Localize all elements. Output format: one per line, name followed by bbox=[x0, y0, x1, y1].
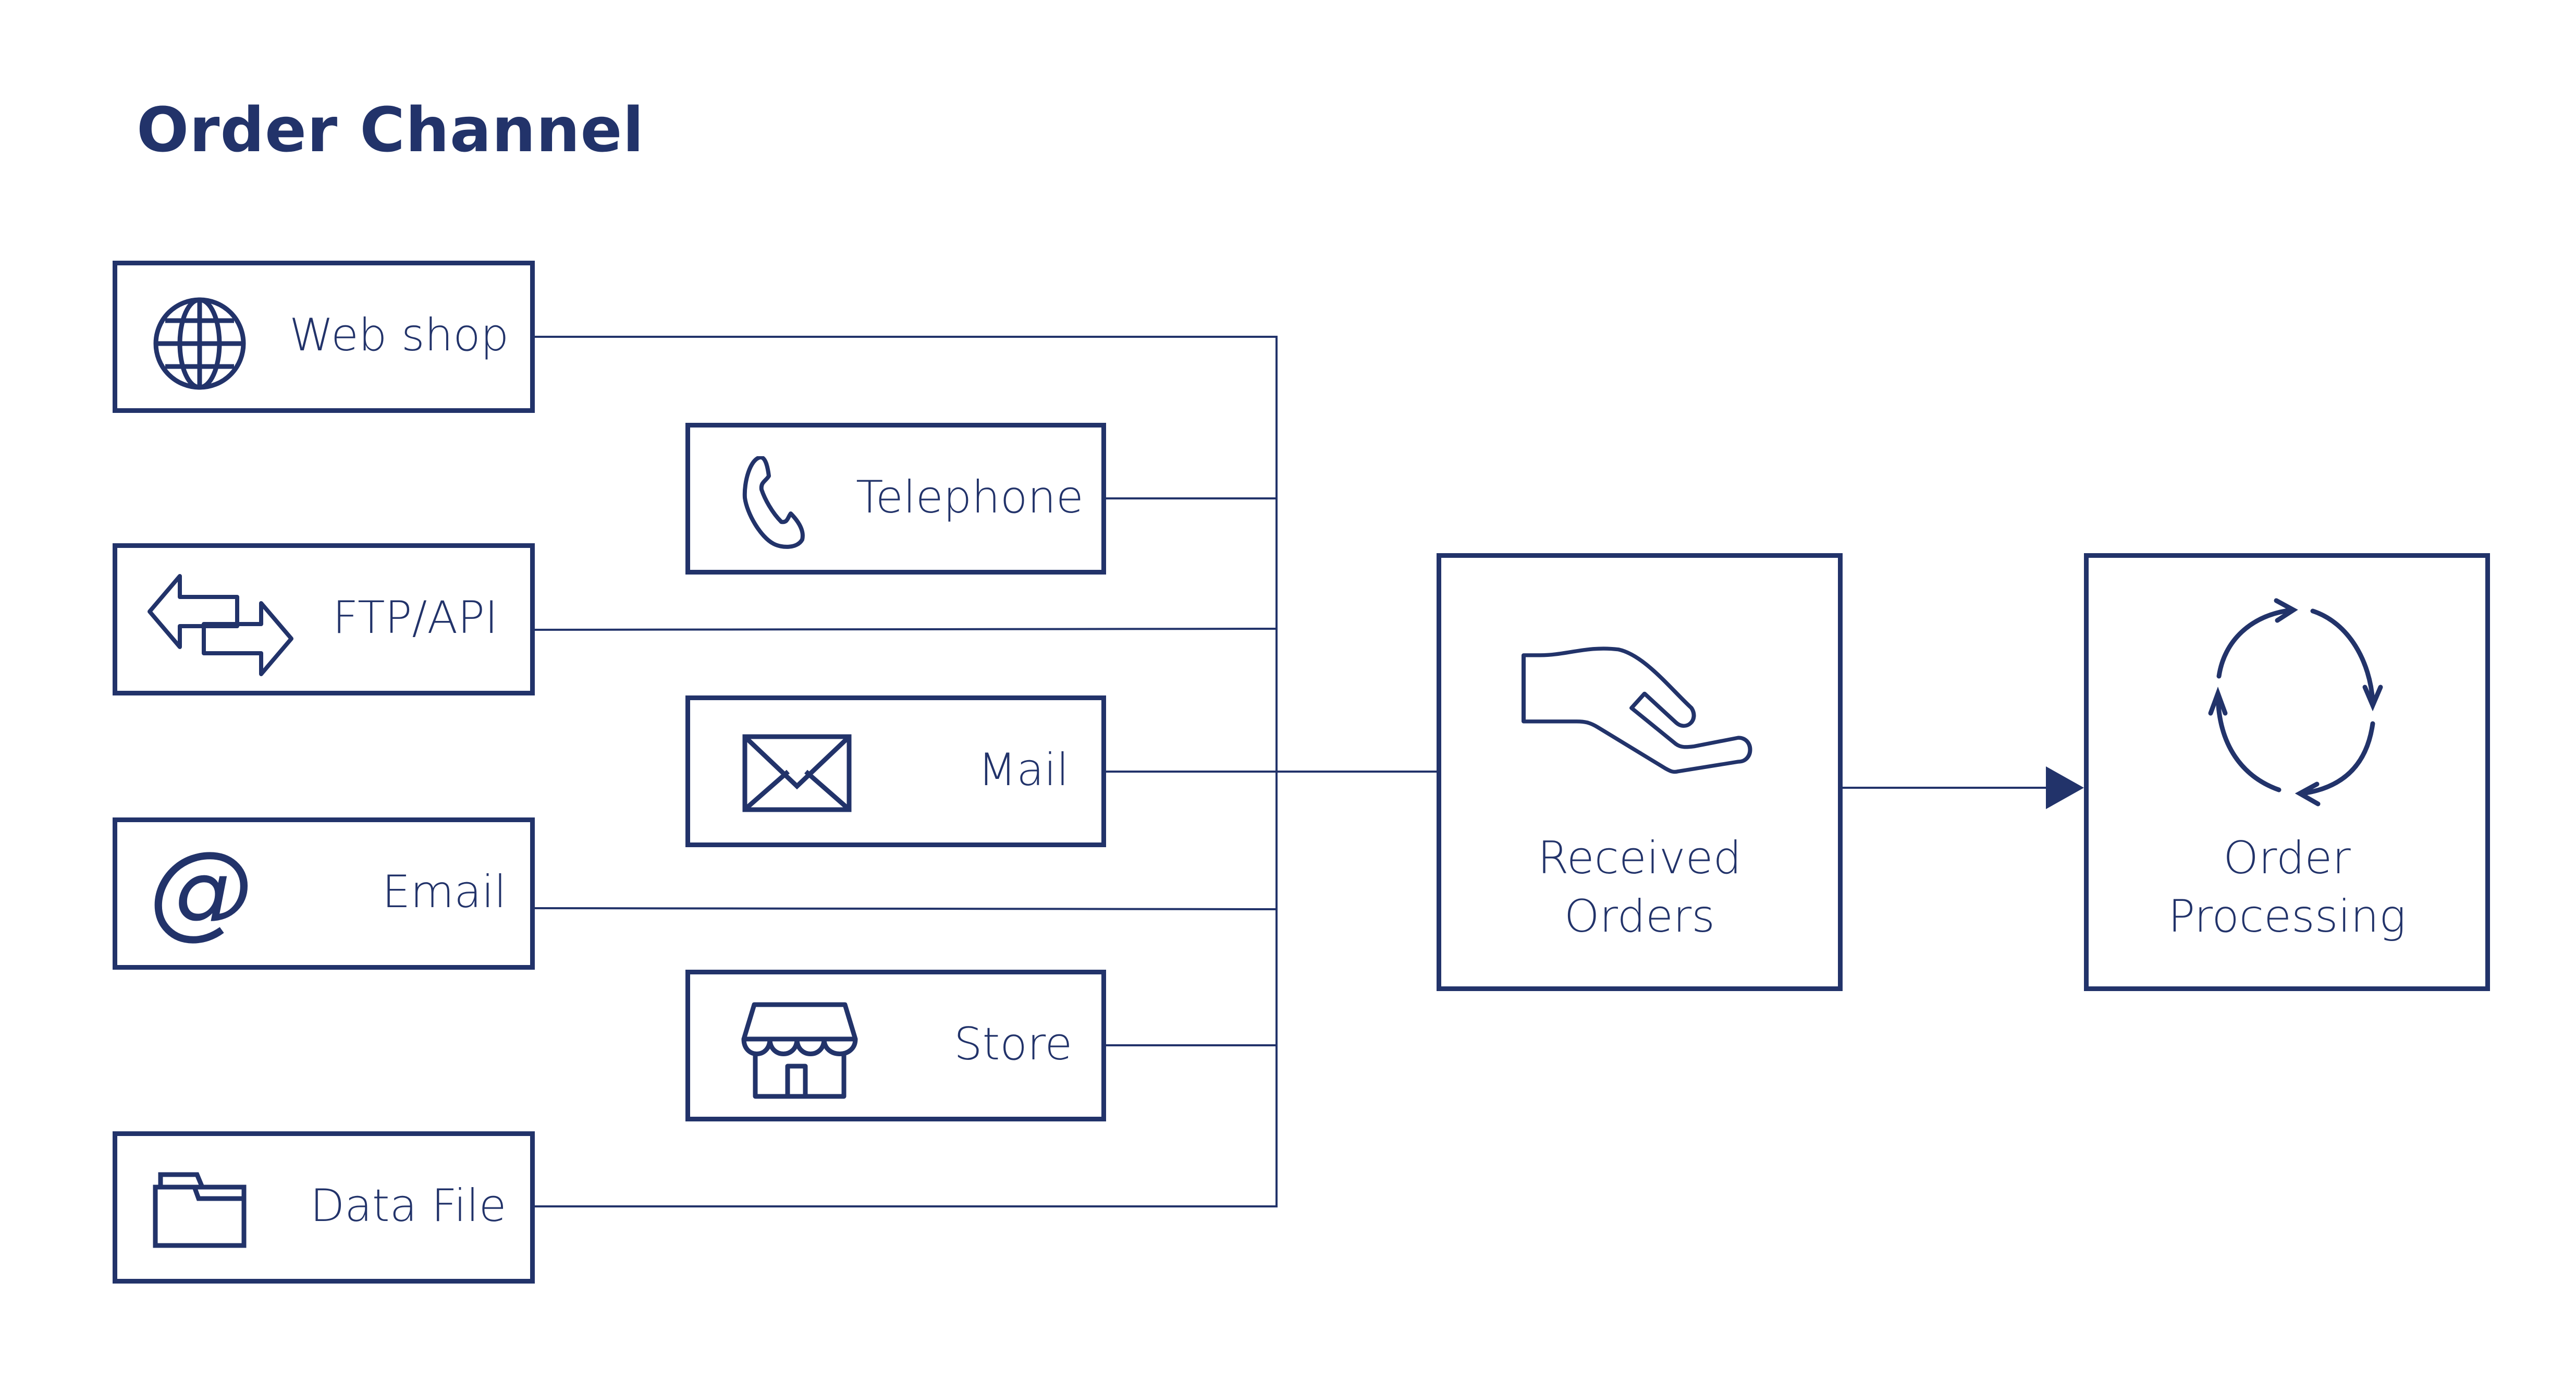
channel-label: Telephone bbox=[856, 471, 1084, 523]
order-processing-line1: Order bbox=[2223, 832, 2351, 884]
order-processing-line2: Processing bbox=[2168, 890, 2406, 943]
order-processing-label: Order Processing bbox=[2089, 829, 2485, 946]
open-hand-icon bbox=[1522, 646, 1752, 774]
channel-email: @ Email bbox=[113, 817, 535, 970]
channel-label: Mail bbox=[978, 744, 1069, 796]
channel-ftp-api: FTP/API bbox=[113, 543, 535, 695]
connector-email bbox=[534, 907, 1278, 910]
exchange-arrows-icon bbox=[148, 574, 293, 676]
channel-label: FTP/API bbox=[333, 592, 498, 644]
channel-label: Store bbox=[954, 1018, 1073, 1070]
channel-label: Web shop bbox=[289, 309, 509, 361]
received-orders-line2: Orders bbox=[1564, 890, 1715, 943]
channel-telephone: Telephone bbox=[685, 423, 1106, 575]
channel-mail: Mail bbox=[685, 695, 1106, 847]
globe-icon bbox=[153, 297, 246, 390]
received-orders-line1: Received bbox=[1537, 832, 1742, 884]
received-orders-box: Received Orders bbox=[1437, 553, 1843, 991]
phone-icon bbox=[742, 456, 805, 549]
connector-ftp-api bbox=[534, 628, 1278, 631]
order-processing-box: Order Processing bbox=[2084, 553, 2490, 991]
received-orders-label: Received Orders bbox=[1441, 829, 1838, 946]
diagram-title: Order Channel bbox=[137, 94, 644, 166]
at-sign-icon: @ bbox=[149, 829, 253, 950]
channel-data-file: Data File bbox=[113, 1131, 535, 1284]
channel-label: Email bbox=[382, 866, 507, 918]
envelope-icon bbox=[742, 734, 852, 812]
storefront-icon bbox=[741, 1002, 858, 1099]
channel-store: Store bbox=[685, 970, 1106, 1121]
cycle-arrows-icon bbox=[2208, 598, 2383, 807]
channel-label: Data File bbox=[310, 1180, 507, 1232]
folder-icon bbox=[153, 1172, 247, 1248]
arrowhead bbox=[2046, 766, 2084, 809]
channel-web-shop: Web shop bbox=[113, 261, 535, 413]
